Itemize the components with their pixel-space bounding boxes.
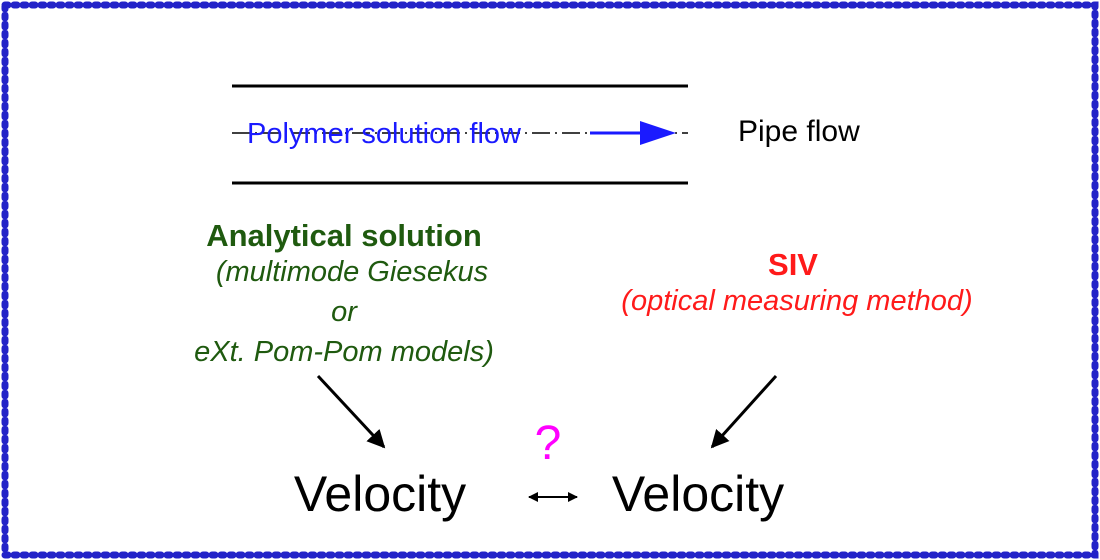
flow-arrow [590,121,676,145]
analytical-detail-line-3: eXt. Pom-Pom models) [194,336,494,368]
analytical-detail-line-1: (multimode Giesekus [215,256,489,288]
analytical-solution-title: Analytical solution [206,218,482,253]
pipe-flow-caption: Pipe flow [738,115,860,148]
velocity-left-label: Velocity [293,466,467,522]
velocity-right-label: Velocity [611,466,785,522]
siv-subtitle: (optical measuring method) [621,285,973,317]
flow-label: Polymer solution flow [247,118,522,150]
question-mark: ? [534,417,562,470]
right-arrow [710,374,778,449]
analytical-detail-line-2: or [331,296,357,328]
left-arrow [316,374,386,449]
siv-title: SIV [768,247,818,282]
